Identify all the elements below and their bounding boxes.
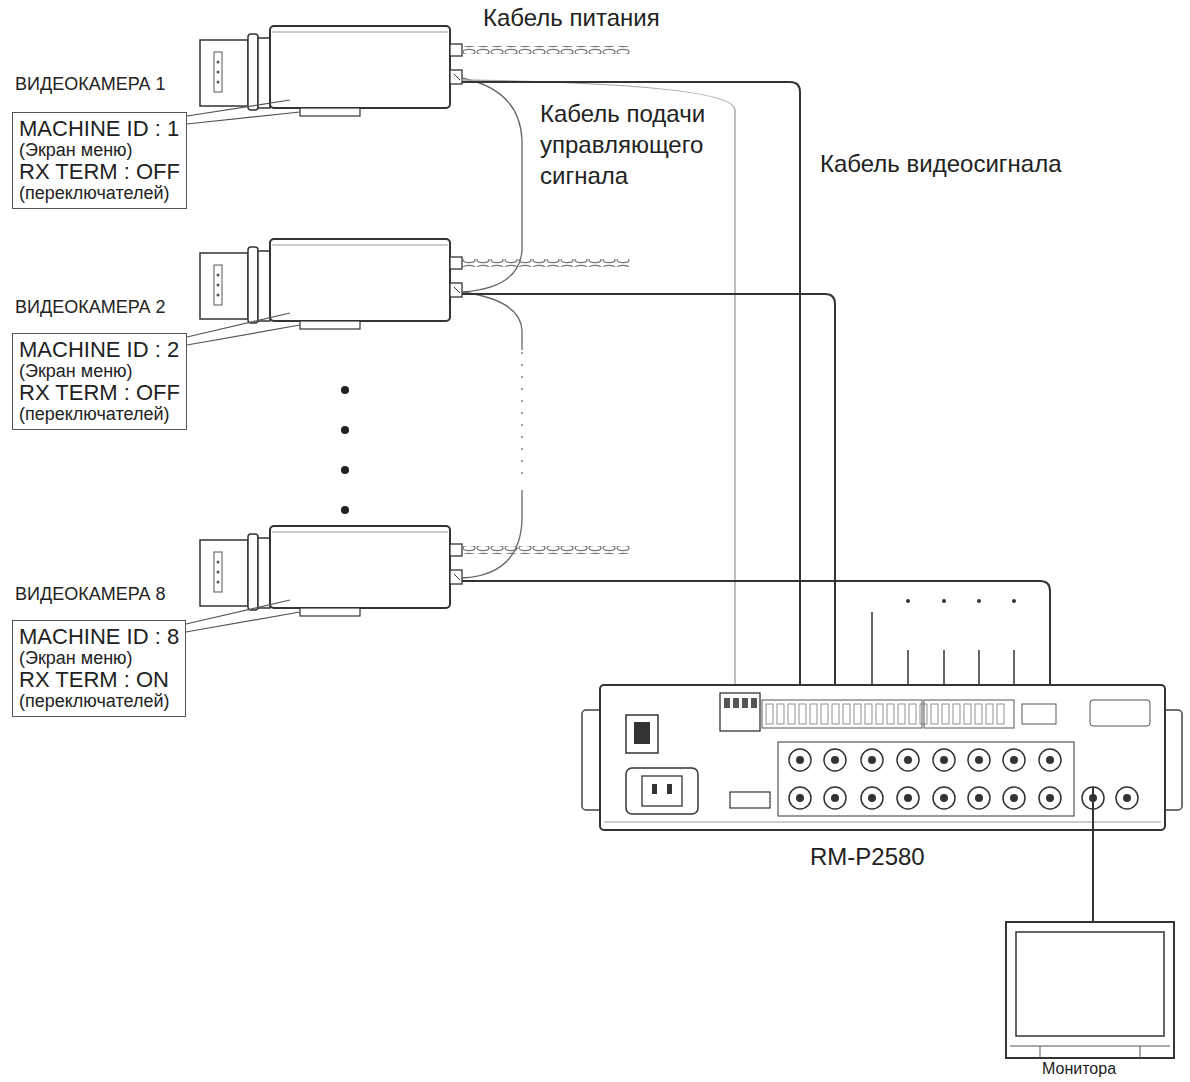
camera-label: ВИДЕОКАМЕРА 2 [15, 297, 165, 318]
camera-label: ВИДЕОКАМЕРА 8 [15, 584, 165, 605]
setting-text: RX TERM : OFF [19, 160, 180, 184]
callout-box: MACHINE ID : 8(Экран меню)RX TERM : ON(п… [12, 620, 186, 717]
setting-text: RX TERM : ON [19, 668, 179, 692]
callout-box: MACHINE ID : 2(Экран меню)RX TERM : OFF(… [12, 333, 187, 430]
setting-text: MACHINE ID : 1 [19, 117, 180, 141]
device-label: RM-P2580 [810, 843, 925, 871]
setting-note: (переключателей) [19, 405, 180, 424]
setting-note: (Экран меню) [19, 649, 179, 668]
setting-note: (Экран меню) [19, 362, 180, 381]
setting-text: RX TERM : OFF [19, 381, 180, 405]
monitor-label: Монитора [1042, 1060, 1116, 1078]
cable-label: Кабель видеосигнала [820, 150, 1062, 178]
setting-text: MACHINE ID : 2 [19, 338, 180, 362]
camera-label: ВИДЕОКАМЕРА 1 [15, 74, 165, 95]
setting-note: (переключателей) [19, 692, 179, 711]
cable-label: Кабель подачи управляющего сигнала [540, 98, 740, 192]
setting-text: MACHINE ID : 8 [19, 625, 179, 649]
setting-note: (Экран меню) [19, 141, 180, 160]
callout-box: MACHINE ID : 1(Экран меню)RX TERM : OFF(… [12, 112, 187, 209]
cable-label: Кабель питания [483, 4, 660, 32]
setting-note: (переключателей) [19, 184, 180, 203]
